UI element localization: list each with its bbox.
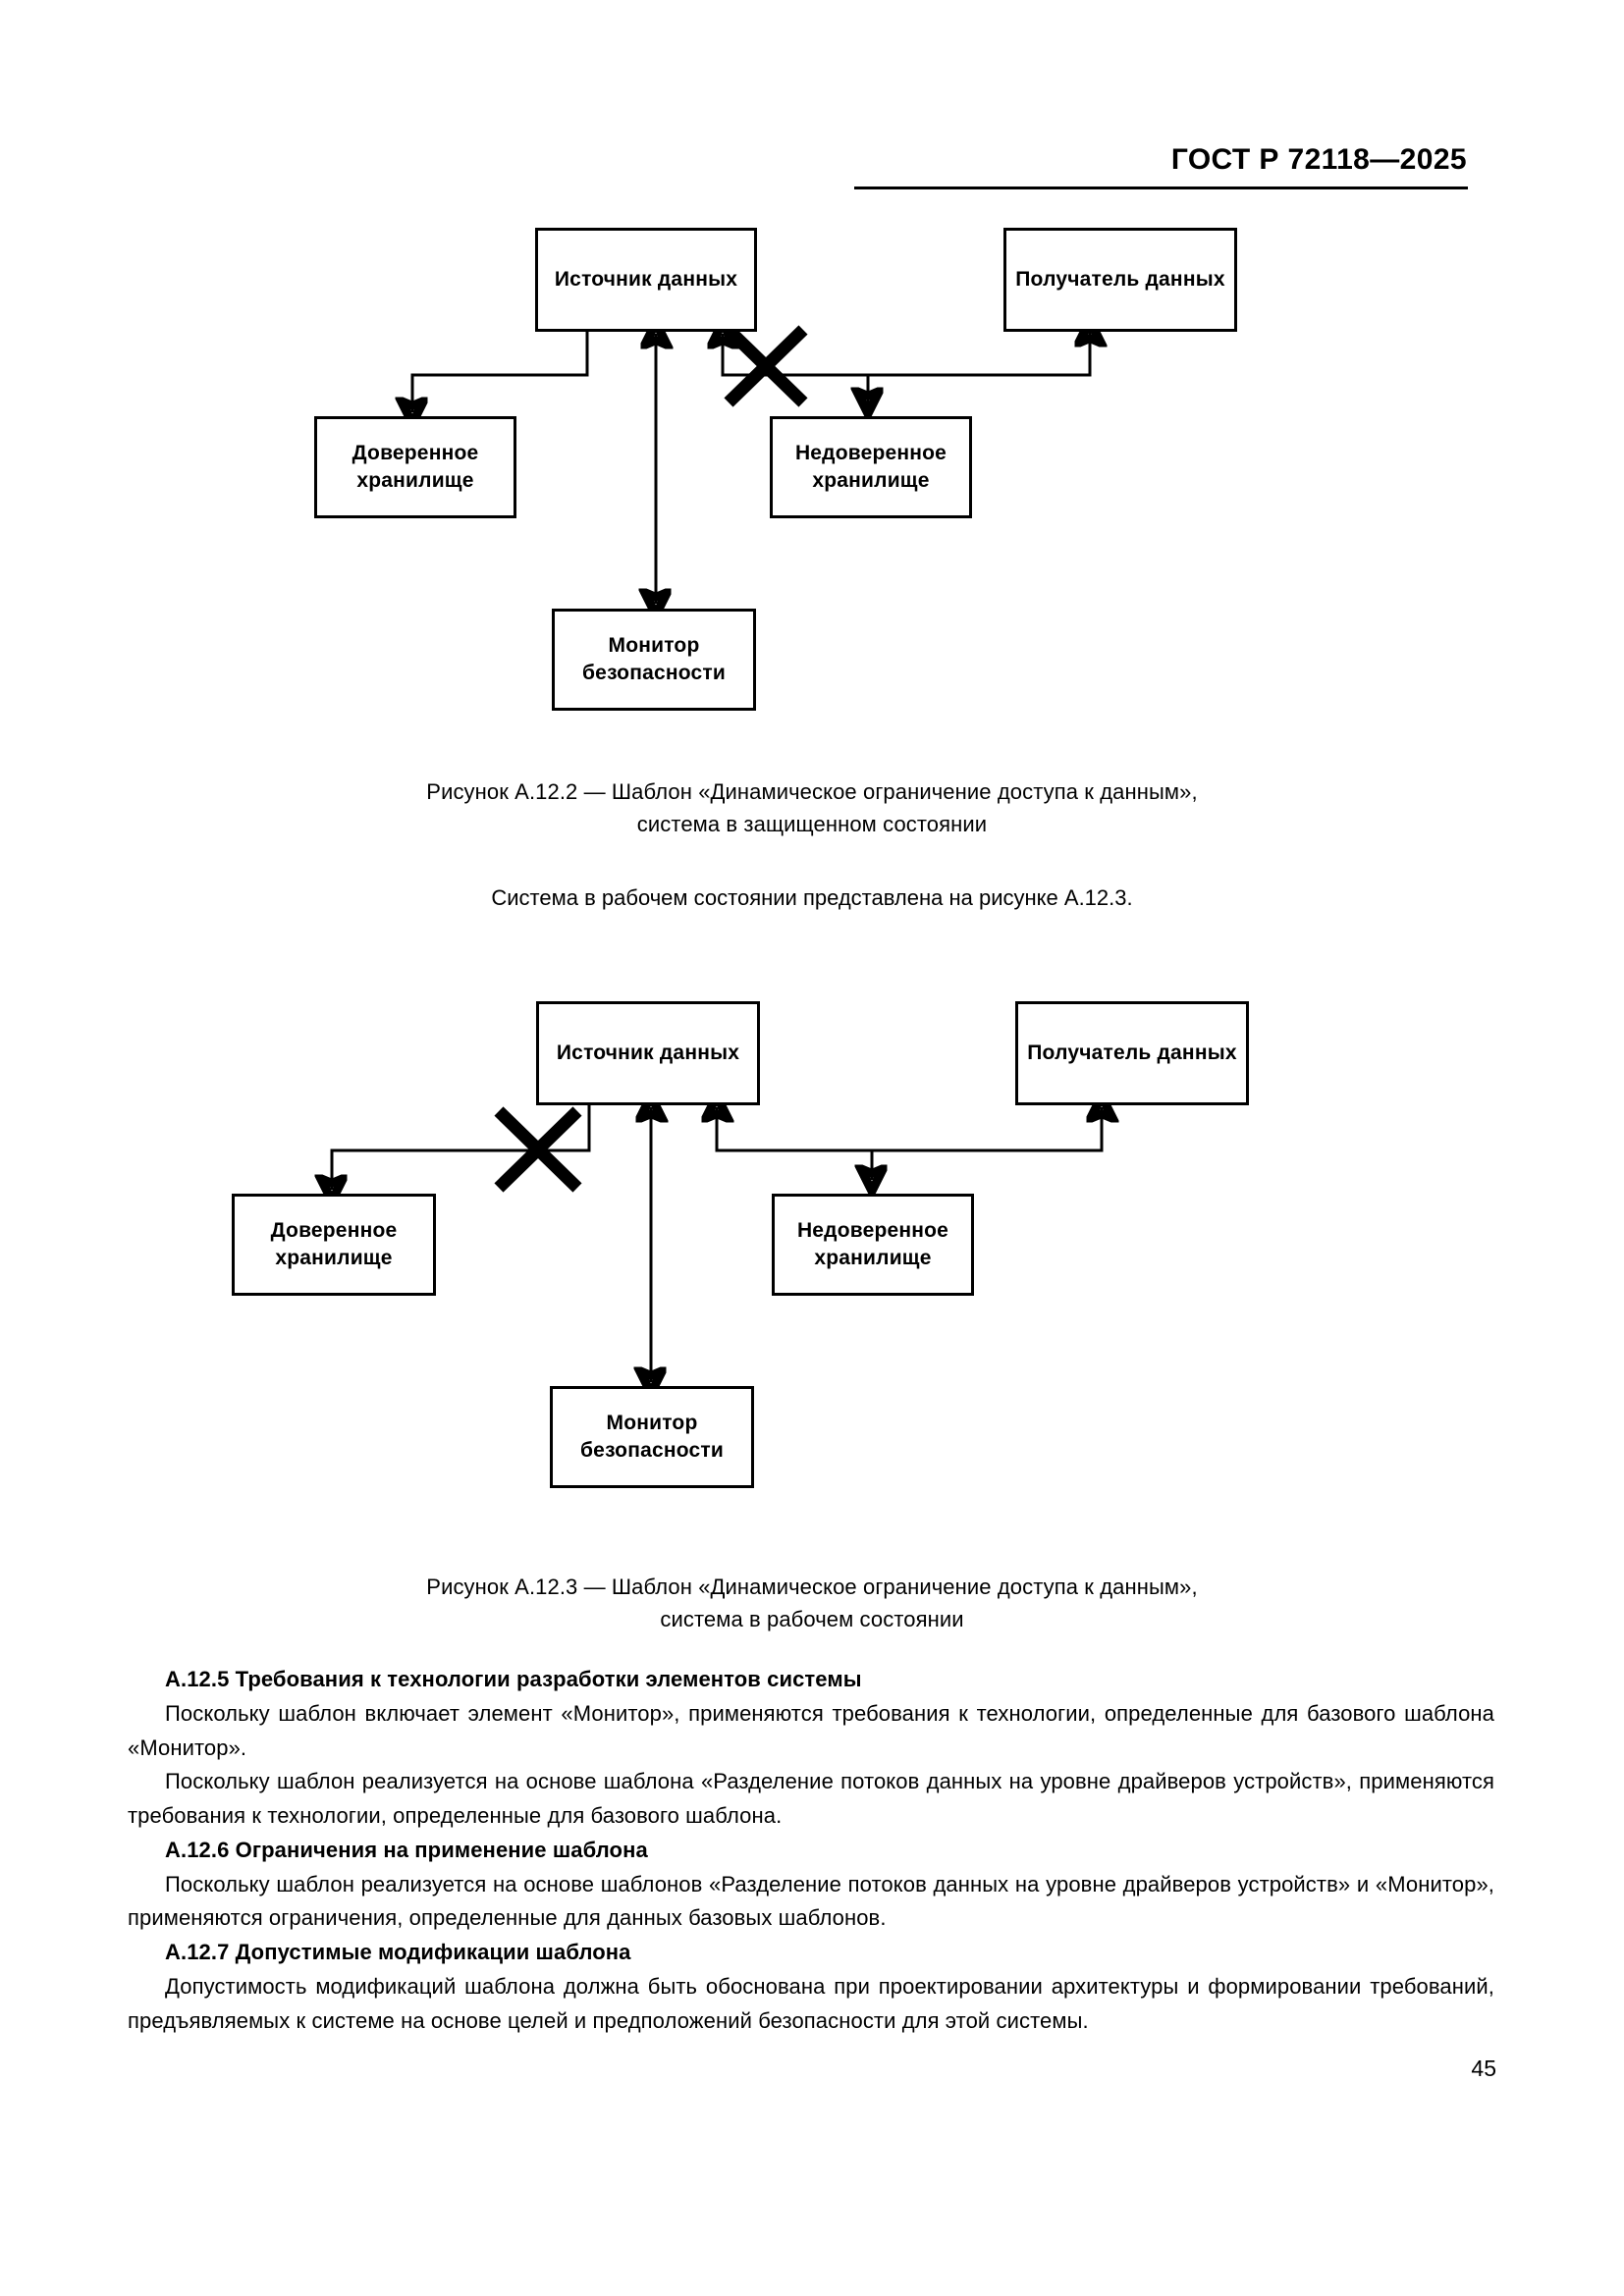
node-data-receiver: Получатель данных bbox=[1015, 1001, 1249, 1105]
page-header-standard-id: ГОСТ Р 72118—2025 bbox=[1170, 143, 1467, 176]
section-a-12-7-paragraph-1: Допустимость модификаций шаблона должна … bbox=[128, 1973, 1494, 2033]
blocked-edge-x-icon bbox=[724, 325, 808, 407]
blocked-edge-x-icon bbox=[494, 1106, 582, 1193]
figure-a-12-2: Источник данных Получатель данных Довере… bbox=[0, 206, 1624, 766]
node-source-data-label: Источник данных bbox=[556, 1041, 740, 1064]
section-a-12-5-paragraph-2: Поскольку шаблон реализуется на основе ш… bbox=[128, 1769, 1494, 1828]
node-data-receiver: Получатель данных bbox=[1003, 228, 1237, 332]
node-trusted-store: Доверенное хранилище bbox=[314, 416, 516, 518]
figure-a-12-3: Источник данных Получатель данных Довере… bbox=[0, 982, 1624, 1551]
node-untrusted-store: Недоверенное хранилище bbox=[770, 416, 972, 518]
node-security-monitor: Монитор безопасности bbox=[552, 609, 756, 711]
figure-a-12-2-caption: Рисунок А.12.2 — Шаблон «Динамическое ог… bbox=[0, 775, 1624, 840]
edge-bus-to-receiver bbox=[872, 1107, 1102, 1152]
node-trusted-store: Доверенное хранилище bbox=[232, 1194, 436, 1296]
node-untrusted-store: Недоверенное хранилище bbox=[772, 1194, 974, 1296]
node-source-data: Источник данных bbox=[535, 228, 757, 332]
node-security-monitor-label: Монитор безопасности bbox=[582, 633, 726, 684]
node-source-data: Источник данных bbox=[536, 1001, 760, 1105]
node-data-receiver-label: Получатель данных bbox=[1027, 1041, 1237, 1064]
node-source-data-label: Источник данных bbox=[554, 267, 738, 291]
diagram-1-connectors bbox=[0, 206, 1624, 766]
node-untrusted-store-label: Недоверенное хранилище bbox=[794, 441, 947, 492]
node-security-monitor-label: Монитор безопасности bbox=[580, 1411, 724, 1462]
section-heading-a-12-7: А.12.7 Допустимые модификации шаблона bbox=[165, 1940, 631, 1964]
figure-a-12-3-caption-line1: Рисунок А.12.3 — Шаблон «Динамическое ог… bbox=[426, 1575, 1198, 1599]
figure-a-12-2-caption-line2: система в защищенном состоянии bbox=[636, 812, 988, 836]
node-untrusted-store-label: Недоверенное хранилище bbox=[796, 1218, 949, 1269]
diagram-working-state: Источник данных Получатель данных Довере… bbox=[0, 982, 1624, 1551]
section-heading-a-12-5: А.12.5 Требования к технологии разработк… bbox=[165, 1667, 862, 1691]
edge-untrusted-store-to-source bbox=[717, 1107, 872, 1152]
node-trusted-store-label: Доверенное хранилище bbox=[270, 1218, 398, 1269]
edge-bus-to-receiver bbox=[868, 332, 1090, 377]
diagram-2-connectors bbox=[0, 982, 1624, 1551]
figure-a-12-3-caption: Рисунок А.12.3 — Шаблон «Динамическое ог… bbox=[0, 1571, 1624, 1635]
page-number: 45 bbox=[1471, 2056, 1496, 2081]
header-rule bbox=[854, 187, 1468, 189]
node-data-receiver-label: Получатель данных bbox=[1015, 267, 1225, 291]
section-heading-a-12-6: А.12.6 Ограничения на применение шаблона bbox=[165, 1837, 648, 1862]
body-sections: А.12.5 Требования к технологии разработк… bbox=[128, 1663, 1494, 2038]
figure-a-12-3-caption-line2: система в рабочем состоянии bbox=[660, 1607, 964, 1631]
figure-a-12-2-caption-line1: Рисунок А.12.2 — Шаблон «Динамическое ог… bbox=[426, 779, 1198, 804]
node-trusted-store-label: Доверенное хранилище bbox=[352, 441, 479, 492]
between-figures-text: Система в рабочем состоянии представлена… bbox=[491, 885, 1133, 910]
node-security-monitor: Монитор безопасности bbox=[550, 1386, 754, 1488]
edge-source-to-trusted-store bbox=[412, 332, 589, 412]
section-a-12-6-paragraph-1: Поскольку шаблон реализуется на основе ш… bbox=[128, 1871, 1494, 1931]
edge-source-to-trusted-store bbox=[332, 1105, 591, 1190]
diagram-protected-state: Источник данных Получатель данных Довере… bbox=[0, 206, 1624, 766]
section-a-12-5-paragraph-1: Поскольку шаблон включает элемент «Монит… bbox=[128, 1700, 1494, 1760]
